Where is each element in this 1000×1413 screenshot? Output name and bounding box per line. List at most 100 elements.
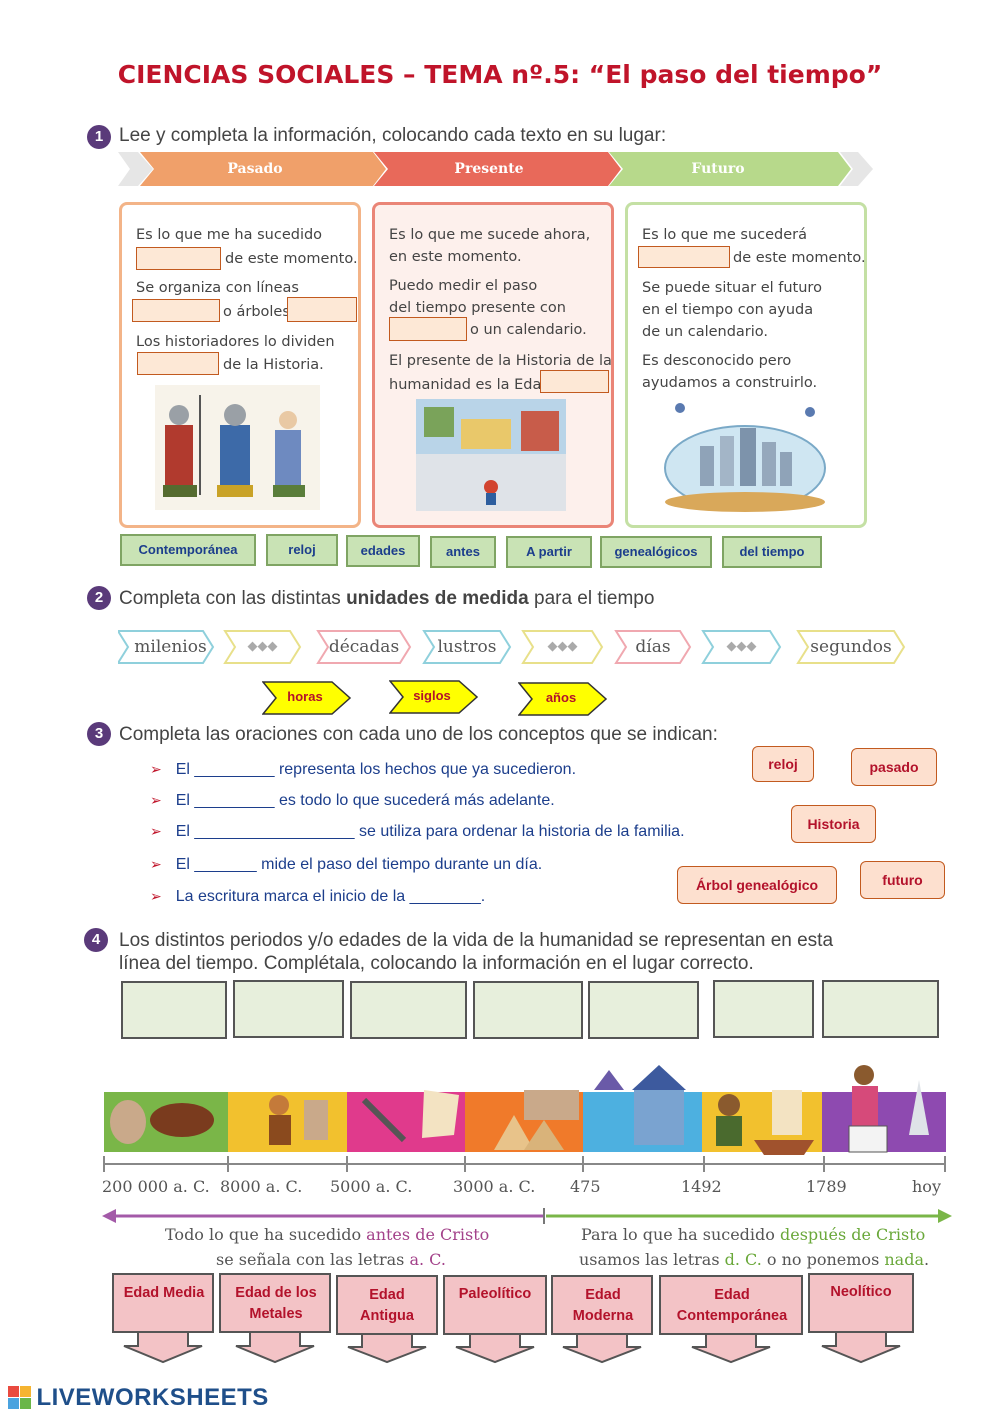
tick-200000: 200 000 a. C. <box>102 1177 210 1196</box>
timeline-axis <box>103 1156 946 1172</box>
futuro-line-3: Se puede situar el futuro <box>642 280 822 296</box>
question-1-text: Lee y completa la información, colocando… <box>119 125 667 146</box>
pasado-line-1: Es lo que me ha sucedido <box>136 227 323 243</box>
option-genealogicos[interactable]: genealógicos <box>600 536 712 568</box>
futuro-line-2: de este momento. <box>733 250 866 266</box>
sentence-3: ➢El __________________ se utiliza para o… <box>150 823 685 840</box>
presente-line-3: Puedo medir el paso <box>389 278 538 294</box>
presente-line-4: del tiempo presente con <box>389 300 566 316</box>
option-antes[interactable]: antes <box>430 536 496 568</box>
option-siglos-shape <box>389 680 479 714</box>
pasado-blank-3[interactable] <box>287 297 357 322</box>
option-paleolitico[interactable]: Paleolítico <box>458 1286 532 1302</box>
futuro-line-6: Es desconocido pero <box>642 353 792 369</box>
question-4-text-1: Los distintos periodos y/o edades de la … <box>119 930 834 951</box>
presente-line-2: en este momento. <box>389 249 522 265</box>
option-edad-moderna[interactable]: Edad Moderna <box>572 1287 634 1325</box>
option-arbol-genealogico[interactable]: Árbol genealógico <box>677 866 837 904</box>
sentence-4: ➢El _______ mide el paso del tiempo dura… <box>150 856 543 873</box>
question-number-4: 4 <box>84 928 108 952</box>
option-horas[interactable]: horas <box>287 689 323 704</box>
sentence-2: ➢El _________ es todo lo que sucederá má… <box>150 792 555 809</box>
unit-segundos: segundos <box>810 637 892 657</box>
presente-line-6: El presente de la Historia de la <box>389 353 612 369</box>
question-number-1: 1 <box>87 125 111 149</box>
question-4-text-2: línea del tiempo. Complétala, colocando … <box>119 953 754 974</box>
option-horas-shape <box>262 681 352 715</box>
option-edad-de-los-metales[interactable]: Edad de los Metales <box>235 1285 317 1323</box>
option-edades[interactable]: edades <box>346 535 420 567</box>
ac-note-line-2: se señala con las letras a. C. <box>216 1250 446 1269</box>
pasado-line-5: Los historiadores lo dividen <box>136 334 335 350</box>
pasado-line-6: de la Historia. <box>223 357 324 373</box>
tick-hoy: hoy <box>912 1177 941 1196</box>
unit-lustros: lustros <box>437 637 497 657</box>
option-reloj[interactable]: reloj <box>266 534 338 566</box>
tick-475: 475 <box>570 1177 601 1196</box>
option-a-partir[interactable]: A partir <box>506 536 592 568</box>
option-futuro[interactable]: futuro <box>860 861 945 899</box>
option-historia[interactable]: Historia <box>791 805 876 843</box>
era-illustration-strip <box>104 1060 946 1160</box>
option-siglos[interactable]: siglos <box>413 688 451 703</box>
question-3-text: Completa las oraciones con cada uno de l… <box>119 724 718 745</box>
unit-decadas: décadas <box>328 637 400 657</box>
timeline-answer-box-7[interactable] <box>822 980 939 1038</box>
liveworksheets-logo: LIVEWORKSHEETS <box>8 1384 269 1412</box>
presente-line-1: Es lo que me sucede ahora, <box>389 227 591 243</box>
timeline-answer-box-6[interactable] <box>713 980 814 1038</box>
option-neolitico[interactable]: Neolítico <box>830 1284 892 1300</box>
option-contemporanea[interactable]: Contemporánea <box>120 534 256 566</box>
option-edad-antigua[interactable]: Edad Antigua <box>360 1287 414 1325</box>
unit-blank-1[interactable]: ◆◆◆ <box>247 639 278 654</box>
option-edad-media[interactable]: Edad Media <box>123 1285 205 1301</box>
futuro-line-4: en el tiempo con ayuda <box>642 302 814 318</box>
classroom-illustration <box>416 399 566 511</box>
pasado-line-4: o árboles <box>223 304 290 320</box>
tick-1789: 1789 <box>806 1177 847 1196</box>
dc-note-line-2: usamos las letras d. C. o no ponemos nad… <box>579 1250 930 1269</box>
page-title: CIENCIAS SOCIALES – TEMA nº.5: “El paso … <box>117 60 883 89</box>
liveworksheets-icon <box>8 1386 31 1409</box>
unit-milenios: milenios <box>134 637 207 657</box>
units-chevrons <box>118 630 906 664</box>
timeline-answer-box-1[interactable] <box>121 981 227 1039</box>
futuro-line-5: de un calendario. <box>642 324 769 340</box>
pasado-blank-4[interactable] <box>137 352 219 375</box>
pasado-blank-2[interactable] <box>132 299 220 322</box>
pasado-line-3: Se organiza con líneas <box>136 280 299 296</box>
option-edad-contemporanea[interactable]: Edad Contemporánea <box>676 1287 788 1325</box>
futuro-line-1: Es lo que me sucederá <box>642 227 808 243</box>
pasado-blank-1[interactable] <box>136 247 221 270</box>
option-anos[interactable]: años <box>545 690 577 705</box>
tick-3000: 3000 a. C. <box>453 1177 536 1196</box>
future-city-illustration <box>660 398 830 513</box>
unit-dias: días <box>635 637 671 657</box>
option-pasado[interactable]: pasado <box>851 748 937 786</box>
presente-blank-1[interactable] <box>389 317 467 341</box>
option-del-tiempo[interactable]: del tiempo <box>722 536 822 568</box>
banner-pasado: Pasado <box>227 161 283 177</box>
presente-blank-2[interactable] <box>540 370 609 393</box>
timeline-answer-box-3[interactable] <box>350 981 467 1039</box>
unit-blank-2[interactable]: ◆◆◆ <box>547 639 578 654</box>
unit-blank-3[interactable]: ◆◆◆ <box>726 639 757 654</box>
presente-line-5: o un calendario. <box>470 322 587 338</box>
knights-illustration <box>155 385 320 510</box>
ac-note-line-1: Todo lo que ha sucedido antes de Cristo <box>165 1225 490 1244</box>
option-anos-shape <box>518 682 608 716</box>
dc-note-line-1: Para lo que ha sucedido después de Crist… <box>581 1225 926 1244</box>
timeline-answer-box-2[interactable] <box>233 980 344 1038</box>
question-number-3: 3 <box>87 722 111 746</box>
timeline-answer-box-5[interactable] <box>588 981 699 1039</box>
presente-line-7: humanidad es la Edad <box>389 377 551 393</box>
ac-dc-arrows <box>102 1208 952 1224</box>
timeline-answer-box-4[interactable] <box>473 981 583 1039</box>
period-arrows <box>112 1273 914 1364</box>
liveworksheets-text: LIVEWORKSHEETS <box>36 1384 269 1411</box>
tick-8000: 8000 a. C. <box>220 1177 303 1196</box>
option-reloj-q3[interactable]: reloj <box>752 746 814 782</box>
tick-1492: 1492 <box>681 1177 722 1196</box>
futuro-blank-1[interactable] <box>638 246 730 268</box>
time-banner <box>118 152 873 186</box>
